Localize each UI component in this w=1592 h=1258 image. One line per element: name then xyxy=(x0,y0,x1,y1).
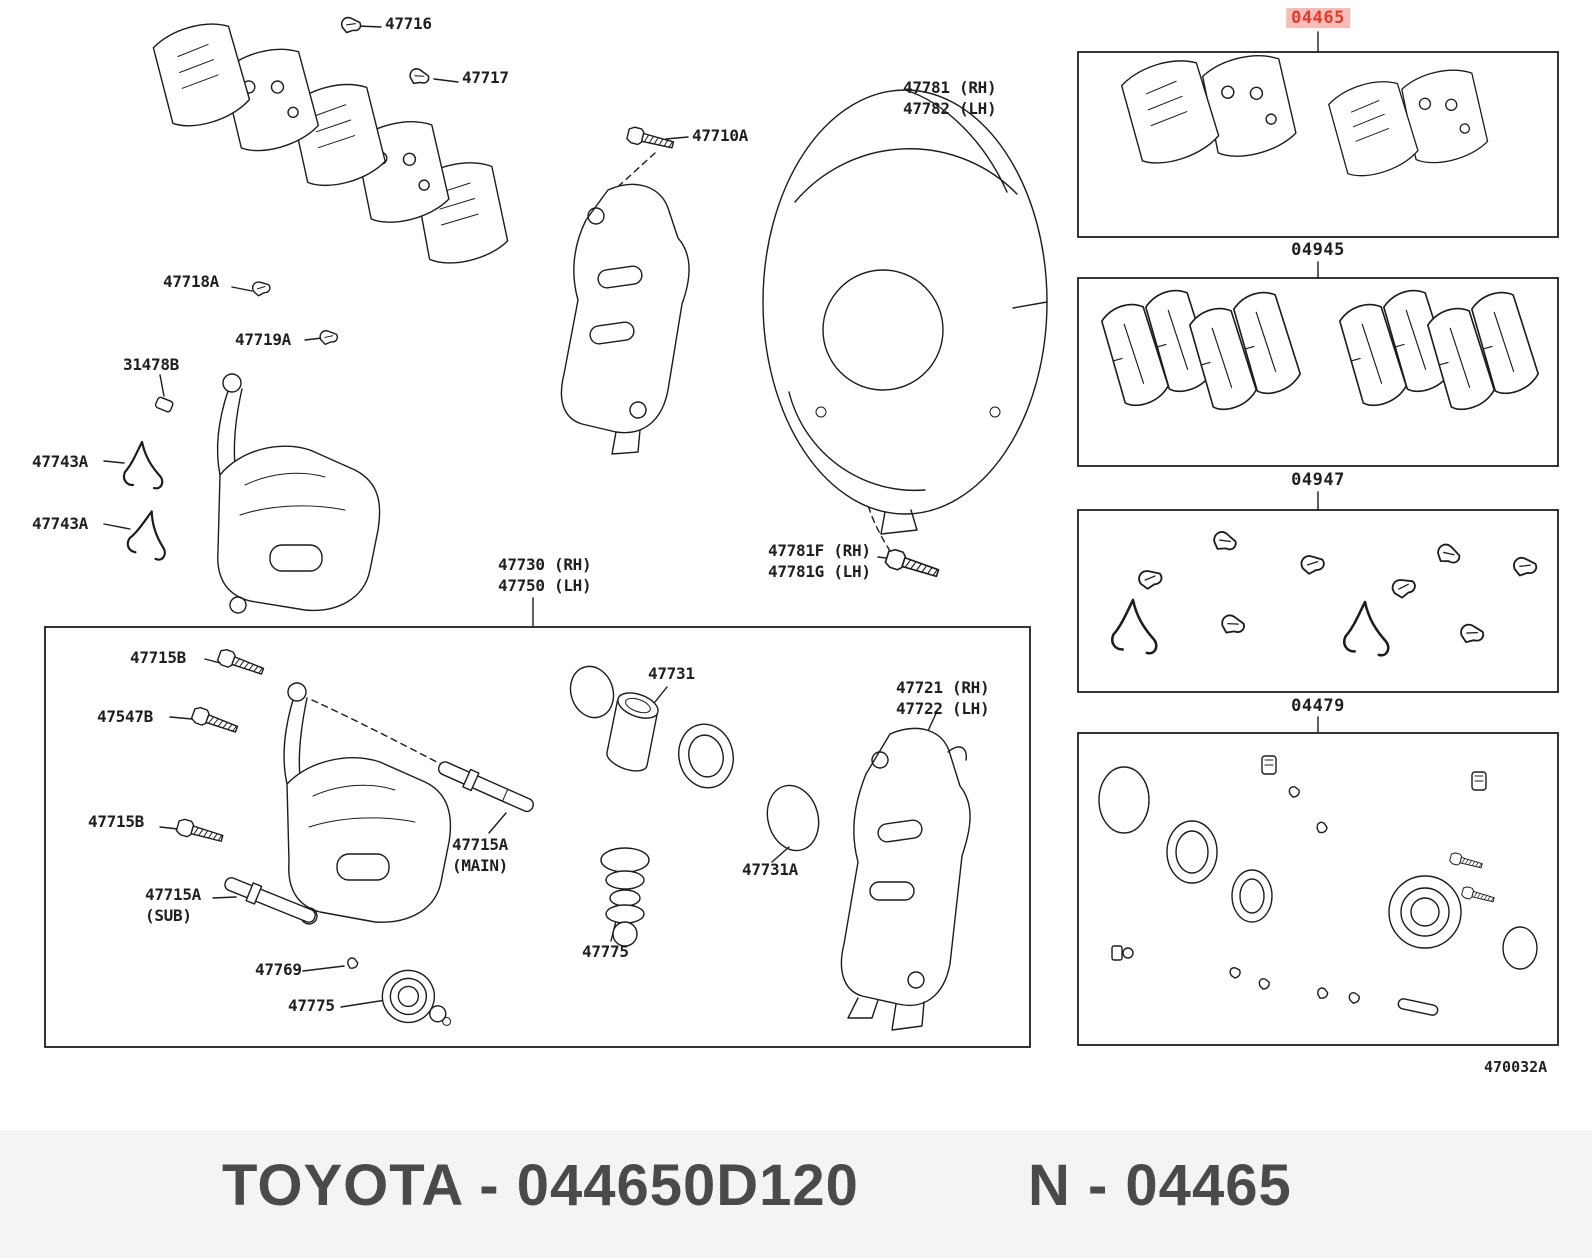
pin-springs-drawing xyxy=(122,440,173,562)
piston-47731-drawing xyxy=(606,692,659,772)
caliper-upper-drawing xyxy=(154,373,381,614)
bolt-47781f-drawing xyxy=(883,547,942,583)
part-label-47716: 47716 xyxy=(385,14,432,33)
caliper-assembly-box xyxy=(44,626,1031,1048)
part-label-47743a-2: 47743A xyxy=(32,514,88,533)
kit-label-04945: 04945 xyxy=(1291,240,1345,260)
part-label-47710a: 47710A xyxy=(692,126,748,145)
mounting-bracket-drawing xyxy=(560,183,690,455)
front-pads-drawing xyxy=(150,17,511,268)
bracket-47721-drawing xyxy=(840,727,971,1031)
part-label-47719a: 47719A xyxy=(235,330,291,349)
slide-pin-main-drawing xyxy=(437,761,534,813)
part-number-banner: TOYOTA - 044650D120 N - 04465 xyxy=(0,1130,1592,1258)
part-label-47731: 47731 xyxy=(648,664,695,683)
piston-boot-drawing xyxy=(678,723,734,789)
diagram-art xyxy=(44,16,1559,1048)
banner-part-number-short: N - 04465 xyxy=(1028,1153,1292,1218)
part-label-31478b: 31478B xyxy=(123,355,179,374)
part-label-47781f-47781g: 47781F (RH) 47781G (LH) xyxy=(768,541,871,581)
part-label-47715b-2: 47715B xyxy=(88,812,144,831)
caliper-lower-drawing xyxy=(283,682,452,925)
part-label-47775-left: 47775 xyxy=(288,996,335,1015)
drawing-code: 470032A xyxy=(1484,1058,1548,1076)
slide-pin-sub-drawing xyxy=(224,877,316,923)
part-label-47715b: 47715B xyxy=(130,648,186,667)
ring-47731a-drawing xyxy=(766,784,820,852)
part-label-47715a-sub: 47715A (SUB) xyxy=(145,885,201,925)
part-label-47775-center: 47775 xyxy=(582,942,629,961)
kit-label-04465-highlighted: 04465 xyxy=(1286,8,1350,28)
part-label-47717: 47717 xyxy=(462,68,509,87)
part-label-47718a: 47718A xyxy=(163,272,219,291)
kit-04947-clips-drawing xyxy=(1111,529,1538,657)
boot-47775-center-drawing xyxy=(600,847,650,947)
dust-shield-drawing xyxy=(762,89,1048,535)
boot-47775-left-drawing xyxy=(381,969,452,1026)
kit-label-04479: 04479 xyxy=(1291,696,1345,716)
banner-part-number-full: TOYOTA - 044650D120 xyxy=(222,1153,859,1218)
part-label-47547b: 47547B xyxy=(97,707,153,726)
kit-04479-seals-drawing xyxy=(1098,755,1538,1016)
kit-label-04947: 04947 xyxy=(1291,470,1345,490)
piston-seal-drawing xyxy=(569,665,615,719)
part-label-47721-47722: 47721 (RH) 47722 (LH) xyxy=(896,678,990,718)
part-label-47730-47750: 47730 (RH) 47750 (LH) xyxy=(498,555,592,595)
part-label-47781-47782: 47781 (RH) 47782 (LH) xyxy=(903,78,997,118)
cap-47769-drawing xyxy=(345,956,360,971)
caliper-bolts-drawing xyxy=(174,647,266,847)
part-label-47731a: 47731A xyxy=(742,860,798,879)
part-label-47743a: 47743A xyxy=(32,452,88,471)
kit-04465-pads-drawing xyxy=(1118,49,1491,182)
part-label-47715a-main: 47715A (MAIN) xyxy=(452,835,508,875)
part-label-47769: 47769 xyxy=(255,960,302,979)
kit-04945-shims-drawing xyxy=(1098,285,1543,414)
kit-box-04947 xyxy=(1077,509,1559,693)
